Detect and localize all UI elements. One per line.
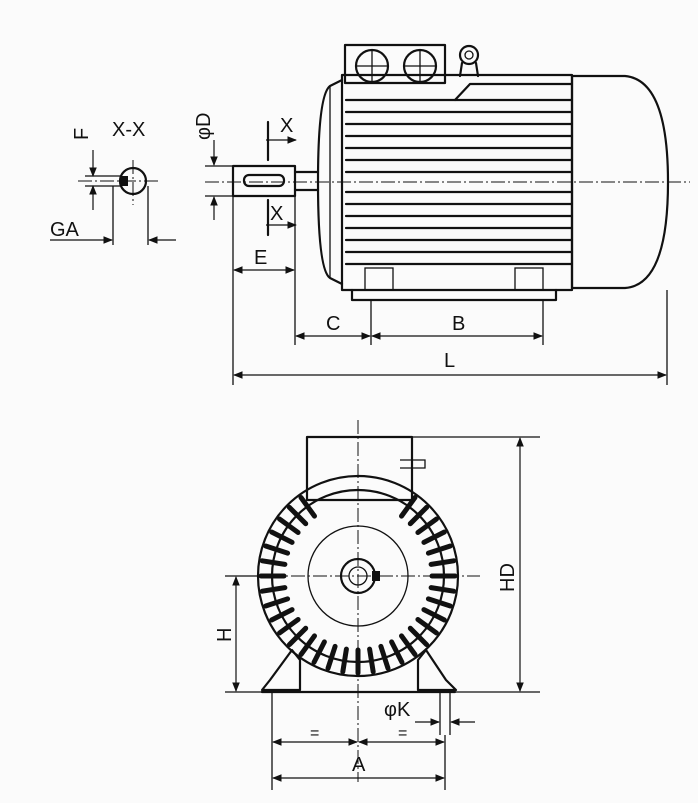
- e-label: E: [254, 247, 267, 269]
- front-fin: [428, 585, 457, 594]
- front-fin: [298, 495, 317, 519]
- f-label: F: [71, 128, 93, 140]
- hd-label: HD: [497, 563, 519, 592]
- a-label: A: [352, 754, 366, 776]
- front-fin: [425, 543, 453, 556]
- front-fin: [277, 617, 301, 636]
- front-fin: [407, 504, 430, 527]
- front-fin: [325, 643, 338, 671]
- front-fin: [407, 625, 430, 648]
- front-fin: [399, 495, 418, 519]
- motor-side-view: φD X X E C B L: [193, 43, 690, 385]
- front-fin: [421, 607, 447, 623]
- front-fin: [425, 596, 453, 609]
- front-fin: [367, 646, 376, 675]
- l-label: L: [444, 350, 455, 372]
- front-fin: [311, 639, 327, 665]
- front-fin: [421, 529, 447, 545]
- cooling-fins: [344, 98, 574, 266]
- c-label: C: [326, 313, 340, 335]
- front-fin: [286, 504, 309, 527]
- front-fin: [259, 558, 288, 567]
- front-fin: [269, 607, 295, 623]
- front-fin: [277, 516, 301, 535]
- front-fin: [259, 585, 288, 594]
- b-label: B: [452, 313, 465, 335]
- front-fin: [415, 617, 439, 636]
- eq-right-label: =: [398, 725, 407, 742]
- shaft-section-detail: X-X F GA: [50, 119, 176, 245]
- front-fin: [263, 543, 291, 556]
- front-fin: [389, 639, 405, 665]
- phi-d-label: φD: [193, 113, 215, 140]
- phi-k-label: φK: [384, 699, 411, 721]
- front-fin: [378, 643, 391, 671]
- front-fin: [269, 529, 295, 545]
- eq-left-label: =: [310, 725, 319, 742]
- front-fin: [399, 633, 418, 657]
- section-label: X-X: [112, 119, 145, 141]
- front-fin: [263, 596, 291, 609]
- front-fin: [298, 633, 317, 657]
- x-bottom-label: X: [270, 203, 283, 225]
- front-fin: [286, 625, 309, 648]
- front-fin: [415, 516, 439, 535]
- x-top-label: X: [280, 115, 293, 137]
- ga-label: GA: [50, 219, 80, 241]
- front-fin: [428, 558, 457, 567]
- h-label: H: [214, 628, 236, 642]
- front-fins: [258, 495, 458, 676]
- front-fin: [340, 646, 349, 675]
- motor-front-view: HD H φK = = A: [214, 420, 540, 790]
